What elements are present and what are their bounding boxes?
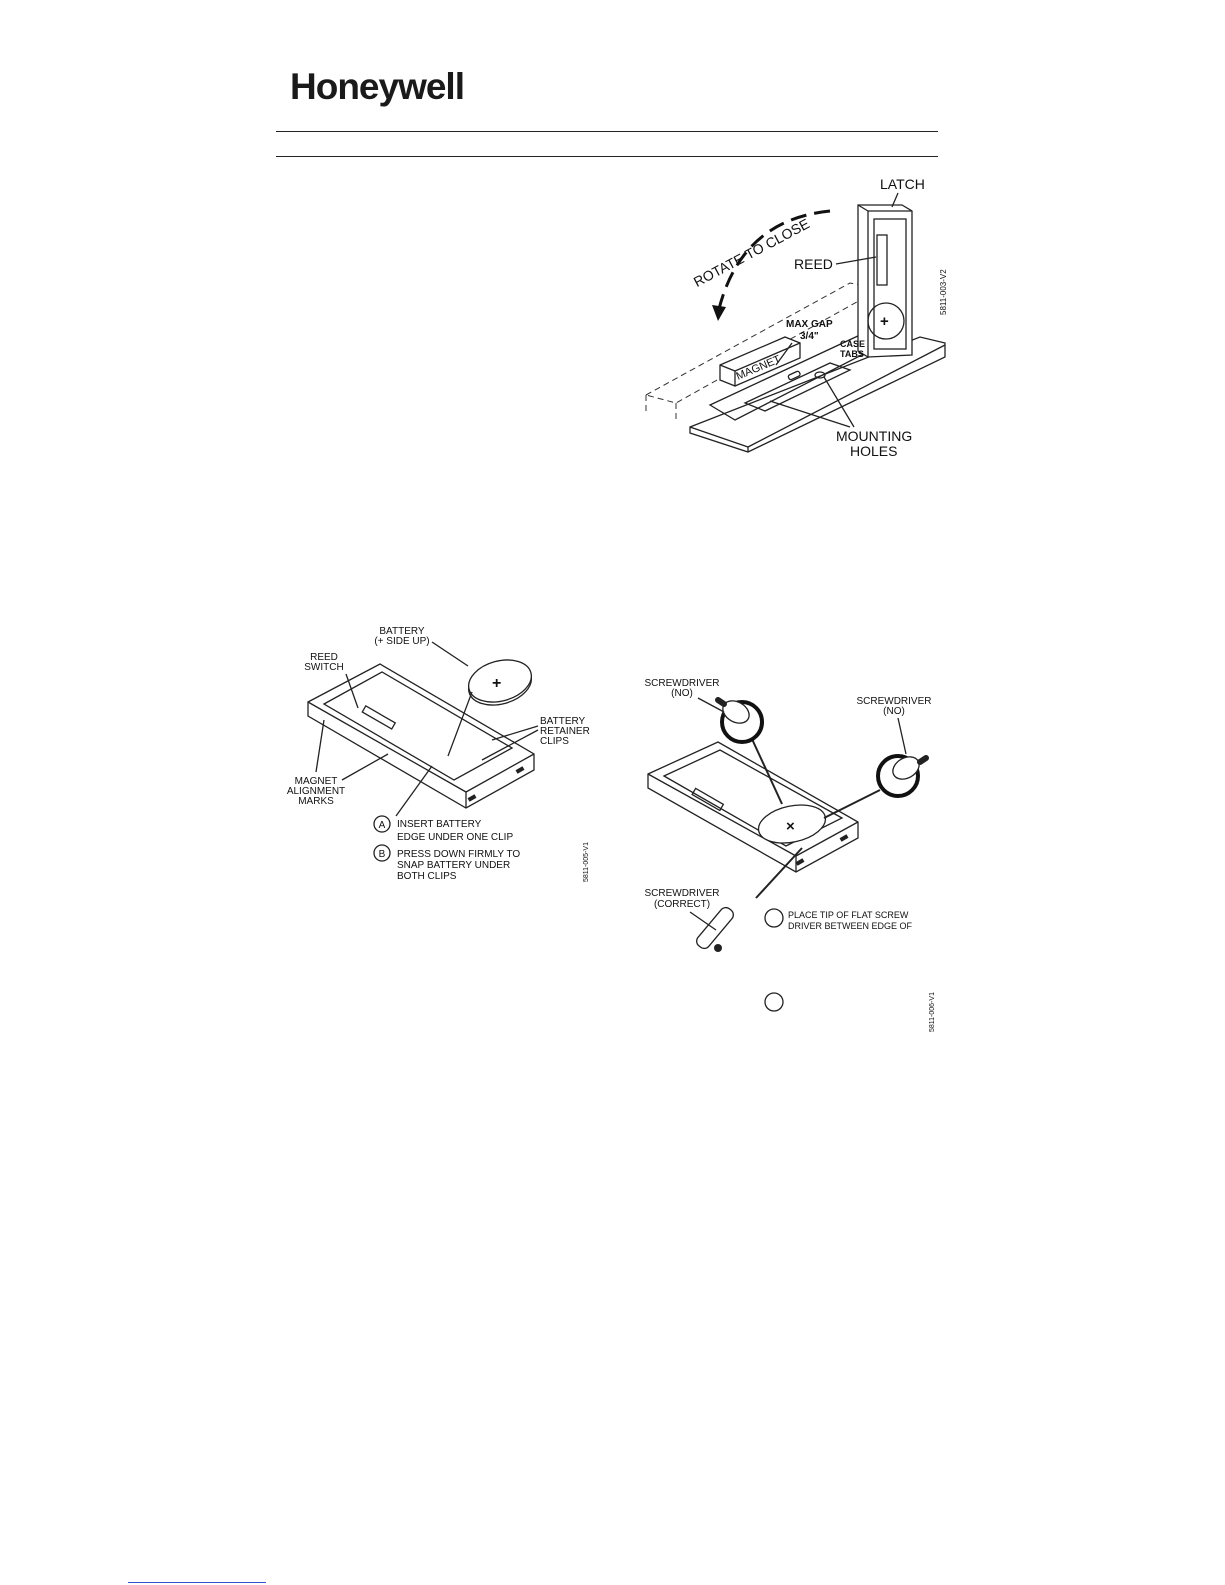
step-b-letter: B <box>379 849 386 860</box>
screwdriver-correct-sub: (CORRECT) <box>654 899 710 910</box>
figure1-code: 5811-003-V2 <box>939 269 948 315</box>
step-a-letter: A <box>379 820 386 831</box>
figure3-code: 5811-006-V1 <box>929 992 936 1032</box>
step-a-marker <box>373 815 391 833</box>
battery-label: BATTERY <box>379 626 425 637</box>
step-1-marker <box>764 908 784 928</box>
step-b-line-1: PRESS DOWN FIRMLY TO <box>397 849 520 860</box>
step-a-line-2: EDGE UNDER ONE CLIP <box>397 832 513 843</box>
screwdriver-left-sub: (NO) <box>671 688 693 699</box>
retainer-label-1: BATTERY <box>540 716 586 727</box>
screwdriver-no-right <box>823 754 929 819</box>
screwdriver-right-sub: (NO) <box>883 706 905 717</box>
rotate-label: ROTATE TO CLOSE <box>691 215 812 290</box>
screwdriver-no-left <box>715 697 783 805</box>
sensor-housing: × <box>647 741 859 873</box>
step-b-line-3: BOTH CLIPS <box>397 871 457 882</box>
step-b-line-2: SNAP BATTERY UNDER <box>397 860 510 871</box>
header-rule-top <box>276 131 938 132</box>
step-1-line-2: DRIVER BETWEEN EDGE OF <box>788 921 913 931</box>
case-label: CASE <box>840 339 865 349</box>
footer-link-underline[interactable] <box>128 1582 266 1583</box>
step-2-marker <box>764 992 784 1012</box>
step-b-marker <box>373 844 391 862</box>
sensor-housing <box>307 663 535 809</box>
retainer-label-3: CLIPS <box>540 736 569 747</box>
figure2-code: 5811-005-V1 <box>583 842 590 882</box>
screwdriver-left-label: SCREWDRIVER <box>644 678 719 689</box>
magnet-label-3: MARKS <box>298 796 334 807</box>
battery-sub-label: (+ SIDE UP) <box>374 636 429 647</box>
battery-circle <box>867 302 905 340</box>
latch-label: LATCH <box>880 176 925 192</box>
magnet-label-1: MAGNET <box>295 776 338 787</box>
mounting-label: MOUNTING <box>836 428 912 444</box>
svg-text:×: × <box>786 818 795 835</box>
reed-label: REED <box>794 256 833 272</box>
magnet-label-2: ALIGNMENT <box>287 786 345 797</box>
figure-battery-install: + BATTERY (+ SIDE UP) REED SWITCH BATTER… <box>287 626 590 882</box>
magnet-block <box>719 336 801 387</box>
screwdriver-correct-label: SCREWDRIVER <box>644 888 719 899</box>
header-rule-bottom <box>276 156 938 157</box>
sensor-cover: + <box>857 204 913 358</box>
svg-text:+: + <box>880 313 889 330</box>
holes-label: HOLES <box>850 443 897 459</box>
screwdriver-correct <box>696 847 803 952</box>
figure-battery-removal: × SCREWDRIVER (NO) SCREWDRIVER (NO) SCRE… <box>644 678 936 1032</box>
base-plate <box>689 336 946 453</box>
screwdriver-right-label: SCREWDRIVER <box>856 696 931 707</box>
retainer-label-2: RETAINER <box>540 726 590 737</box>
step-1-line-1: PLACE TIP OF FLAT SCREW <box>788 910 909 920</box>
tabs-label: TABS <box>840 349 864 359</box>
max-gap-label: MAX GAP <box>786 319 833 330</box>
svg-text:+: + <box>492 675 501 692</box>
step-a-line-1: INSERT BATTERY <box>397 819 482 830</box>
honeywell-logo: Honeywell <box>290 66 465 107</box>
gap-value-label: 3/4" <box>800 331 819 342</box>
figure-sensor-mounting: MAGNET + LATCH ROTATE TO CLOSE REED MAX … <box>644 176 948 459</box>
reed-label: REED <box>310 652 338 663</box>
switch-label: SWITCH <box>304 662 343 673</box>
